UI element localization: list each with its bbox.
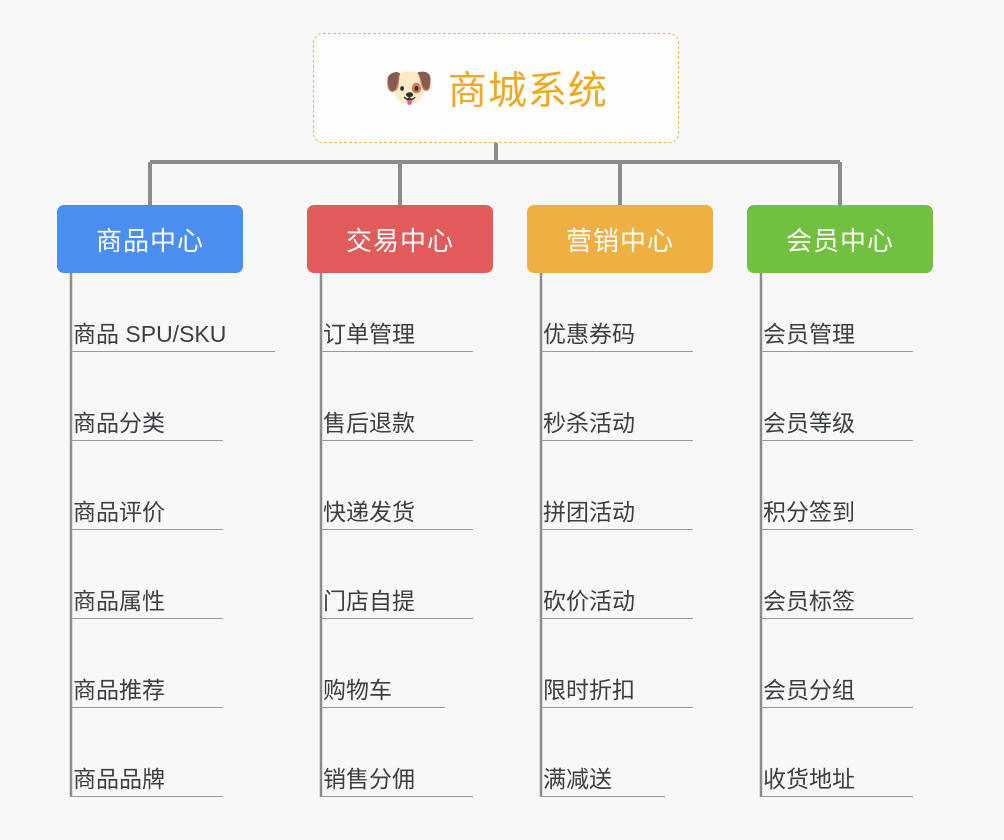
leaf-item[interactable]: 商品分类 (71, 401, 223, 441)
leaf-item-label: 秒杀活动 (543, 410, 635, 436)
leaf-item[interactable]: 限时折扣 (541, 668, 693, 708)
leaf-item-label: 商品品牌 (73, 766, 165, 792)
leaf-item-label: 商品评价 (73, 499, 165, 525)
category-box-trade-center[interactable]: 交易中心 (307, 205, 493, 273)
leaf-item-label: 商品推荐 (73, 677, 165, 703)
category-label: 交易中心 (345, 225, 454, 256)
leaf-item[interactable]: 秒杀活动 (541, 401, 693, 441)
leaf-item[interactable]: 积分签到 (761, 490, 913, 530)
leaf-item[interactable]: 售后退款 (321, 401, 473, 441)
leaf-item-label: 售后退款 (323, 410, 415, 436)
leaf-item[interactable]: 商品 SPU/SKU (71, 312, 275, 352)
leaf-item-label: 商品分类 (73, 410, 165, 436)
leaf-item-label: 收货地址 (763, 766, 855, 792)
category-label: 商品中心 (95, 225, 204, 256)
leaf-item[interactable]: 优惠券码 (541, 312, 693, 352)
leaf-item[interactable]: 商品评价 (71, 490, 223, 530)
leaf-item[interactable]: 拼团活动 (541, 490, 693, 530)
leaf-item-label: 商品属性 (73, 588, 165, 614)
leaf-item-label: 商品 SPU/SKU (73, 321, 227, 347)
category-box-marketing-center[interactable]: 营销中心 (527, 205, 713, 273)
dog-face-icon: 🐶 (384, 66, 434, 110)
category-label: 营销中心 (565, 225, 674, 256)
root-node-title: 商城系统 (447, 70, 608, 113)
root-node-mall-system[interactable]: 🐶 商城系统 (313, 33, 679, 143)
leaf-item-label: 限时折扣 (543, 677, 635, 703)
category-box-product-center[interactable]: 商品中心 (57, 205, 243, 273)
leaf-item[interactable]: 商品推荐 (71, 668, 223, 708)
leaf-item-label: 优惠券码 (543, 321, 635, 347)
category-box-member-center[interactable]: 会员中心 (747, 205, 933, 273)
leaf-item-label: 门店自提 (323, 588, 415, 614)
category-label: 会员中心 (785, 225, 894, 256)
leaf-item[interactable]: 商品品牌 (71, 757, 223, 797)
leaf-item[interactable]: 收货地址 (761, 757, 913, 797)
leaf-item[interactable]: 会员分组 (761, 668, 913, 708)
leaf-item[interactable]: 会员管理 (761, 312, 913, 352)
leaf-item-label: 会员管理 (763, 321, 855, 347)
leaf-item-label: 砍价活动 (543, 588, 635, 614)
leaf-item-label: 会员等级 (763, 410, 855, 436)
leaf-item-label: 会员分组 (763, 677, 855, 703)
leaf-item-label: 快递发货 (323, 499, 415, 525)
leaf-item[interactable]: 销售分佣 (321, 757, 473, 797)
leaf-item-label: 订单管理 (323, 321, 415, 347)
leaf-item[interactable]: 会员标签 (761, 579, 913, 619)
leaf-item[interactable]: 会员等级 (761, 401, 913, 441)
leaf-item-label: 销售分佣 (323, 766, 415, 792)
leaf-item[interactable]: 快递发货 (321, 490, 473, 530)
leaf-item[interactable]: 砍价活动 (541, 579, 693, 619)
leaf-item-label: 满减送 (543, 766, 612, 792)
leaf-item[interactable]: 满减送 (541, 757, 665, 797)
leaf-item-label: 积分签到 (763, 499, 855, 525)
leaf-item-label: 会员标签 (763, 588, 855, 614)
leaf-item[interactable]: 购物车 (321, 668, 445, 708)
leaf-item-label: 购物车 (323, 677, 392, 703)
leaf-item[interactable]: 订单管理 (321, 312, 473, 352)
leaf-item-label: 拼团活动 (543, 499, 635, 525)
leaf-item[interactable]: 门店自提 (321, 579, 473, 619)
leaf-item[interactable]: 商品属性 (71, 579, 223, 619)
